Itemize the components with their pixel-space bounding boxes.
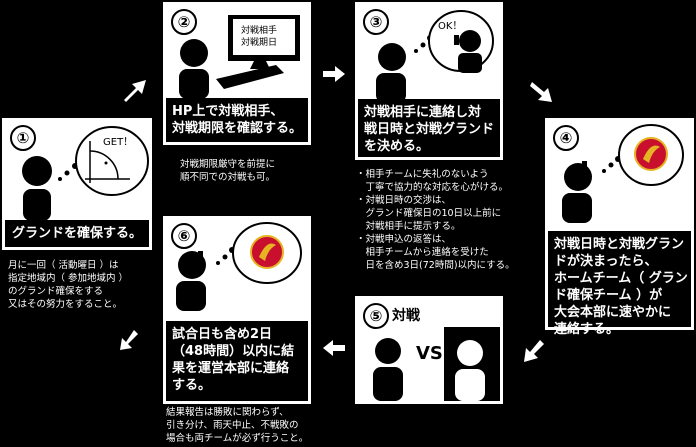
step6-caption: 試合日も含め2日 （48時間）以内に結 果を運営本部に連絡 する。: [166, 321, 308, 401]
step2-person-computer-icon: [179, 15, 300, 99]
step2-screen-line2: 対戦期日: [241, 38, 278, 48]
step2-screen-line1: 対戦相手: [241, 26, 278, 36]
arrow-3-to-4: [530, 82, 552, 102]
step4-number: ④: [553, 125, 579, 151]
step3-panel: ③ OK！ 対戦相手に連絡し対 戦日時と対戦グランド を決める。: [355, 2, 503, 160]
step1-caption: グランドを確保する。: [5, 220, 149, 247]
step5-vs-label: VS: [416, 343, 443, 364]
step4-caption: 対戦日時と対戦グラン ドが決まったら、 ホームチーム（ グラン ド確保チーム ）…: [548, 231, 691, 337]
step5-title: 対戦: [392, 308, 420, 324]
step1-person-icon: [22, 126, 149, 221]
step3-person-phone-icon: [376, 10, 494, 103]
step6-person-icon: [176, 222, 302, 311]
step3-note-1: ・相手チームに失礼のないよう 丁寧で協力的な対応を心がける。: [356, 169, 509, 193]
step3-note-2: ・対戦日時の交渉は、 グランド確保日の10日以上前に 対戦相手に提示する。: [356, 195, 502, 232]
step6-note: 結果報告は勝敗に関わらず、 引き分け、雨天中止、不戦敗の 場合も両チームが必ず行…: [166, 407, 309, 444]
step3-bubble-text: OK！: [438, 21, 463, 32]
step4-person-phone-icon: [562, 124, 684, 223]
step4-panel: ④ 対戦日時と対戦グラン ドが決まったら、 ホームチーム（ グラン ド確保チーム…: [545, 118, 694, 337]
step2-caption: HP上で対戦相手、 対戦期限を確認する。: [166, 98, 308, 142]
step1-number: ①: [10, 125, 36, 151]
step5-players-icon: [373, 327, 500, 401]
arrow-2-to-3: [323, 66, 345, 82]
step3-note-3: ・対戦申込の返答は、 相手チームから連絡を受けた 日を含め3日(72時間)以内に…: [356, 234, 515, 271]
arrow-1-to-2: [124, 80, 146, 102]
arrow-5-to-6: [323, 340, 345, 356]
step4-league-logo: [634, 137, 668, 171]
step2-panel: ② 対戦相手 対戦期日 HP上で対戦相手、 対戦期限を確認する。: [163, 2, 311, 145]
step1-panel: ① GET！ グランドを確保する。: [2, 118, 152, 250]
arrow-4-to-5: [524, 340, 544, 362]
step5-number: ⑤: [363, 303, 389, 329]
step6-league-logo: [250, 235, 284, 269]
step3-number: ③: [363, 9, 389, 35]
step3-caption: 対戦相手に連絡し対 戦日時と対戦グランド を決める。: [358, 99, 500, 157]
step3-notes: ・相手チームに失礼のないよう 丁寧で協力的な対応を心がける。 ・対戦日時の交渉は…: [356, 168, 515, 272]
step6-panel: ⑥ 試合日も含め2日 （48時間）以内に結 果を運営本部に連絡 する。: [163, 216, 311, 404]
step1-bubble-text: GET！: [103, 137, 134, 148]
step2-note: 対戦期限厳守を前提に 順不同での対戦も可。: [180, 159, 276, 183]
step5-panel: ⑤ 対戦 VS: [355, 296, 503, 404]
step6-number: ⑥: [171, 223, 197, 249]
arrow-6-to-1: [120, 330, 138, 350]
step1-note: 月に一回（ 活動曜日 ）は 指定地域内（ 参加地域内 ） のグランド確保をする …: [8, 260, 129, 310]
step2-number: ②: [171, 9, 197, 35]
